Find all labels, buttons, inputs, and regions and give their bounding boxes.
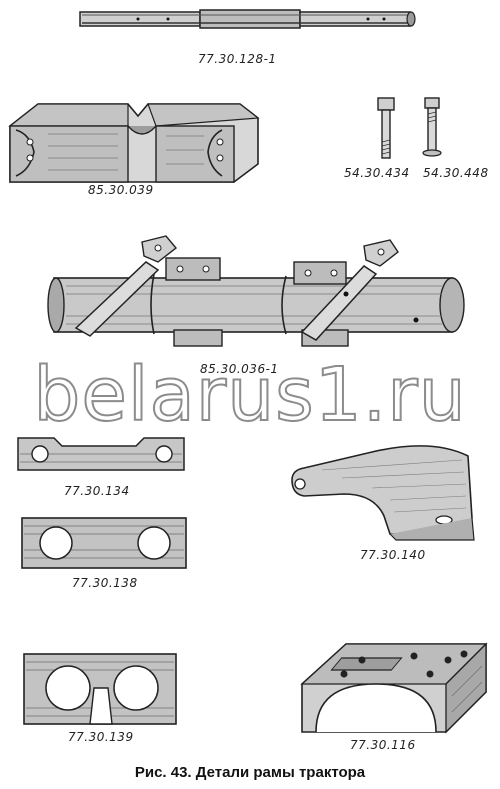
saddle-clamp-drawing <box>300 642 488 734</box>
curved-bracket-drawing <box>291 445 475 541</box>
bolt-a-drawing <box>377 97 395 159</box>
bracket-block-label: 85.30.039 <box>88 183 154 197</box>
tube-label: 77.30.128-1 <box>198 52 277 66</box>
bolt-b-drawing <box>422 97 442 157</box>
bracket-block-drawing <box>8 103 260 183</box>
curved-bracket-label: 77.30.140 <box>360 548 426 562</box>
figure-caption: Рис. 43. Детали рамы трактора <box>134 764 366 781</box>
bolt-b-label: 54.30.448 <box>423 166 489 180</box>
slotted-plate-label: 77.30.139 <box>68 730 134 744</box>
saddle-clamp-label: 77.30.116 <box>350 738 416 752</box>
strip-plate-label: 77.30.134 <box>64 484 130 498</box>
plate-two-holes-drawing <box>21 517 187 569</box>
slotted-plate-drawing <box>23 653 177 725</box>
bolt-a-label: 54.30.434 <box>344 166 410 180</box>
watermark-text: belarus1.ru <box>32 351 467 439</box>
tube-assembly-label: 85.30.036-1 <box>200 362 279 376</box>
strip-plate-drawing <box>17 437 185 471</box>
plate-two-holes-label: 77.30.138 <box>72 576 138 590</box>
tube-assembly-drawing <box>47 235 465 347</box>
tube-drawing <box>79 9 416 29</box>
